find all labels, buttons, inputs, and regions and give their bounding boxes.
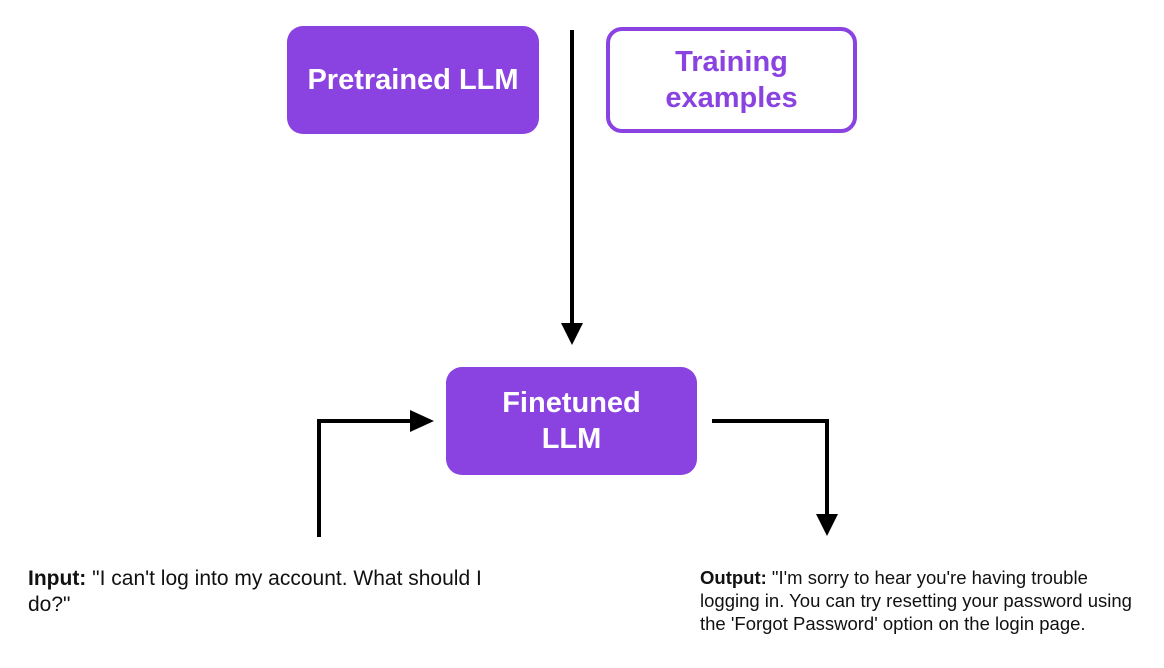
finetuned-llm-label-line1: Finetuned — [502, 386, 641, 419]
arrow-to-finetuned — [561, 30, 583, 345]
arrow-input-to-finetuned — [317, 410, 434, 537]
finetuned-llm-node: Finetuned LLM — [446, 367, 697, 475]
output-caption: Output: "I'm sorry to hear you're having… — [700, 566, 1140, 635]
pretrained-llm-label: Pretrained LLM — [307, 63, 519, 96]
training-examples-label-line1: Training — [675, 45, 788, 78]
input-caption: Input: "I can't log into my account. Wha… — [28, 566, 498, 619]
output-caption-text: "I'm sorry to hear you're having trouble… — [700, 567, 1132, 635]
finetuned-llm-label-line2: LLM — [541, 423, 602, 455]
arrow-finetuned-to-output — [712, 419, 838, 536]
output-caption-label: Output: — [700, 567, 767, 588]
training-examples-label-line2: examples — [665, 82, 798, 114]
pretrained-llm-node: Pretrained LLM — [287, 26, 539, 134]
input-caption-text: "I can't log into my account. What shoul… — [28, 567, 482, 617]
training-examples-label: Training examples — [665, 44, 797, 117]
finetuned-llm-label: Finetuned LLM — [502, 385, 641, 458]
input-caption-label: Input: — [28, 567, 87, 590]
training-examples-node: Training examples — [606, 27, 857, 133]
